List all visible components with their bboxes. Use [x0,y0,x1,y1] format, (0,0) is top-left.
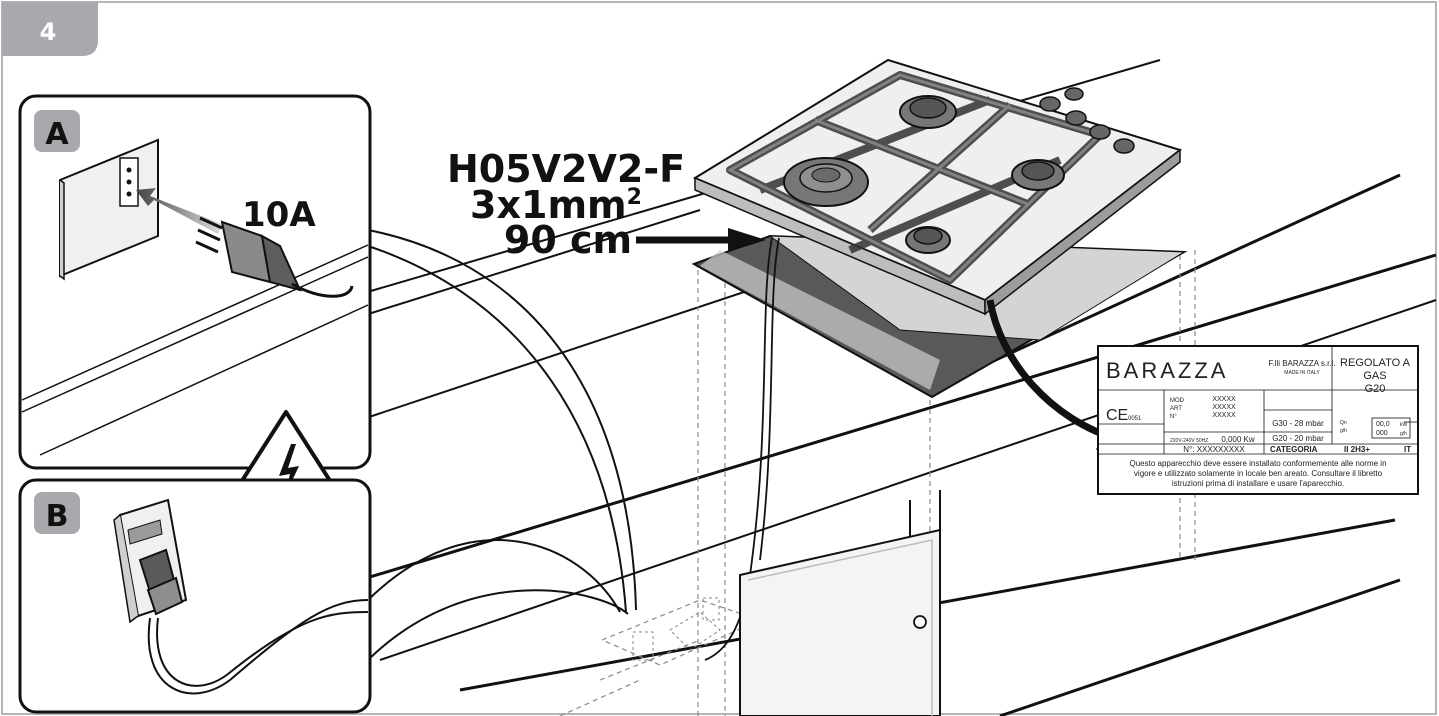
n-label: N° [1170,414,1177,420]
category-label: CATEGORIA [1270,445,1318,454]
circuit-breaker [113,498,188,624]
panel-a: A 10A [18,94,372,470]
insert-arrow [136,188,222,234]
notice-line-1: Questo apparecchio deve essere installat… [1129,459,1386,468]
mod-value: XXXXX [1212,396,1236,403]
burner-right [1011,159,1065,191]
n-value: XXXXX [1212,412,1236,419]
cable-length-arrow [636,228,766,252]
plate-regulated-2: GAS [1363,370,1386,382]
ce-mark: CE [1106,407,1128,424]
category-value: II 2H3+ [1344,445,1370,454]
qn-value: 00,0 [1376,421,1390,428]
gh-value: 000 [1376,430,1388,437]
burner-front [905,226,951,254]
panel-a-tab [34,110,80,152]
ce-number: 0051 [1128,416,1142,422]
gh-unit: g/h [1400,431,1407,437]
pressure-2: G20 - 20 mbar [1272,434,1324,443]
country: IT [1404,445,1411,454]
plate-brand: BARAZZA [1106,358,1228,383]
plate-regulated-1: REGOLATO A [1340,357,1411,369]
control-knobs [1039,87,1135,154]
gh-label: g/h [1340,428,1347,434]
plate-leader [986,299,1121,444]
plate-company: F.lli BARAZZA s.r.l. [1268,359,1335,368]
panel-a-letter: A [45,117,69,152]
burner-rear [899,95,957,129]
panel-b: B [18,478,372,714]
plug-rating: 10A [242,195,316,235]
plate-regulated-3: G20 [1365,383,1386,395]
notice-line-3: istruzioni prima di installare e usare l… [1172,479,1344,488]
panel-b-tab [34,492,80,534]
rating-plate: BARAZZA F.lli BARAZZA s.r.l. MADE IN ITA… [1097,345,1419,495]
hob-cable [704,237,780,661]
gas-hob [692,58,1183,316]
hidden-socket [632,597,721,661]
serial: N°: XXXXXXXXX [1183,445,1245,454]
supply-cables [367,229,637,661]
mod-label: MOD [1170,398,1185,404]
step-tab: 4 [2,2,98,56]
plate-made-in: MADE IN ITALY [1284,370,1320,376]
step-number: 4 [40,18,57,46]
qn-unit: kW [1400,422,1408,428]
art-label: ART [1170,406,1182,412]
plug [195,216,354,298]
art-value: XXXXX [1212,404,1236,411]
cable-section: 3x1mm2 [470,183,642,227]
cable-length: 90 cm [504,218,632,262]
panel-b-letter: B [46,499,69,534]
cable-spec: H05V2V2-F 3x1mm2 90 cm [447,147,685,262]
cable-type: H05V2V2-F [447,147,685,191]
qn-label: Qn [1340,420,1347,426]
cabinet-door [739,528,941,716]
power: 0,000 Kw [1221,435,1255,444]
voltage: 220V-240V 50HZ [1170,438,1208,444]
pressure-1: G30 - 28 mbar [1272,419,1324,428]
notice-line-2: vigore e utilizzato solamente in locale … [1134,469,1383,478]
burner-wok [783,157,869,207]
